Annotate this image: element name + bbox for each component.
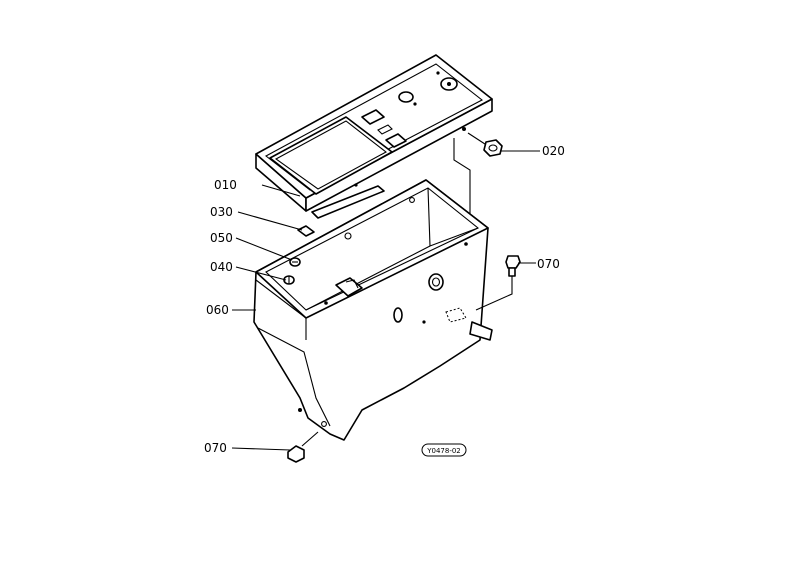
reference-code: Y0478-02	[426, 447, 461, 455]
callout-070-bottom: 070	[204, 441, 227, 455]
callout-030: 030	[210, 205, 233, 219]
callout-040: 040	[210, 260, 233, 274]
bolt-020-icon	[467, 132, 503, 157]
callout-010: 010	[214, 178, 237, 192]
housing-060	[253, 179, 493, 441]
callout-050: 050	[210, 231, 233, 245]
clip-030-icon	[297, 225, 315, 237]
callout-070-right: 070	[537, 257, 560, 271]
bolt-070-right-icon	[475, 255, 521, 311]
callout-060: 060	[206, 303, 229, 317]
screw-050-icon	[289, 257, 301, 267]
callout-020: 020	[542, 144, 565, 158]
bolt-070-bottom-icon	[287, 431, 319, 463]
cover-panel-010	[255, 54, 493, 212]
reference-code-badge: Y0478-02	[421, 443, 467, 457]
